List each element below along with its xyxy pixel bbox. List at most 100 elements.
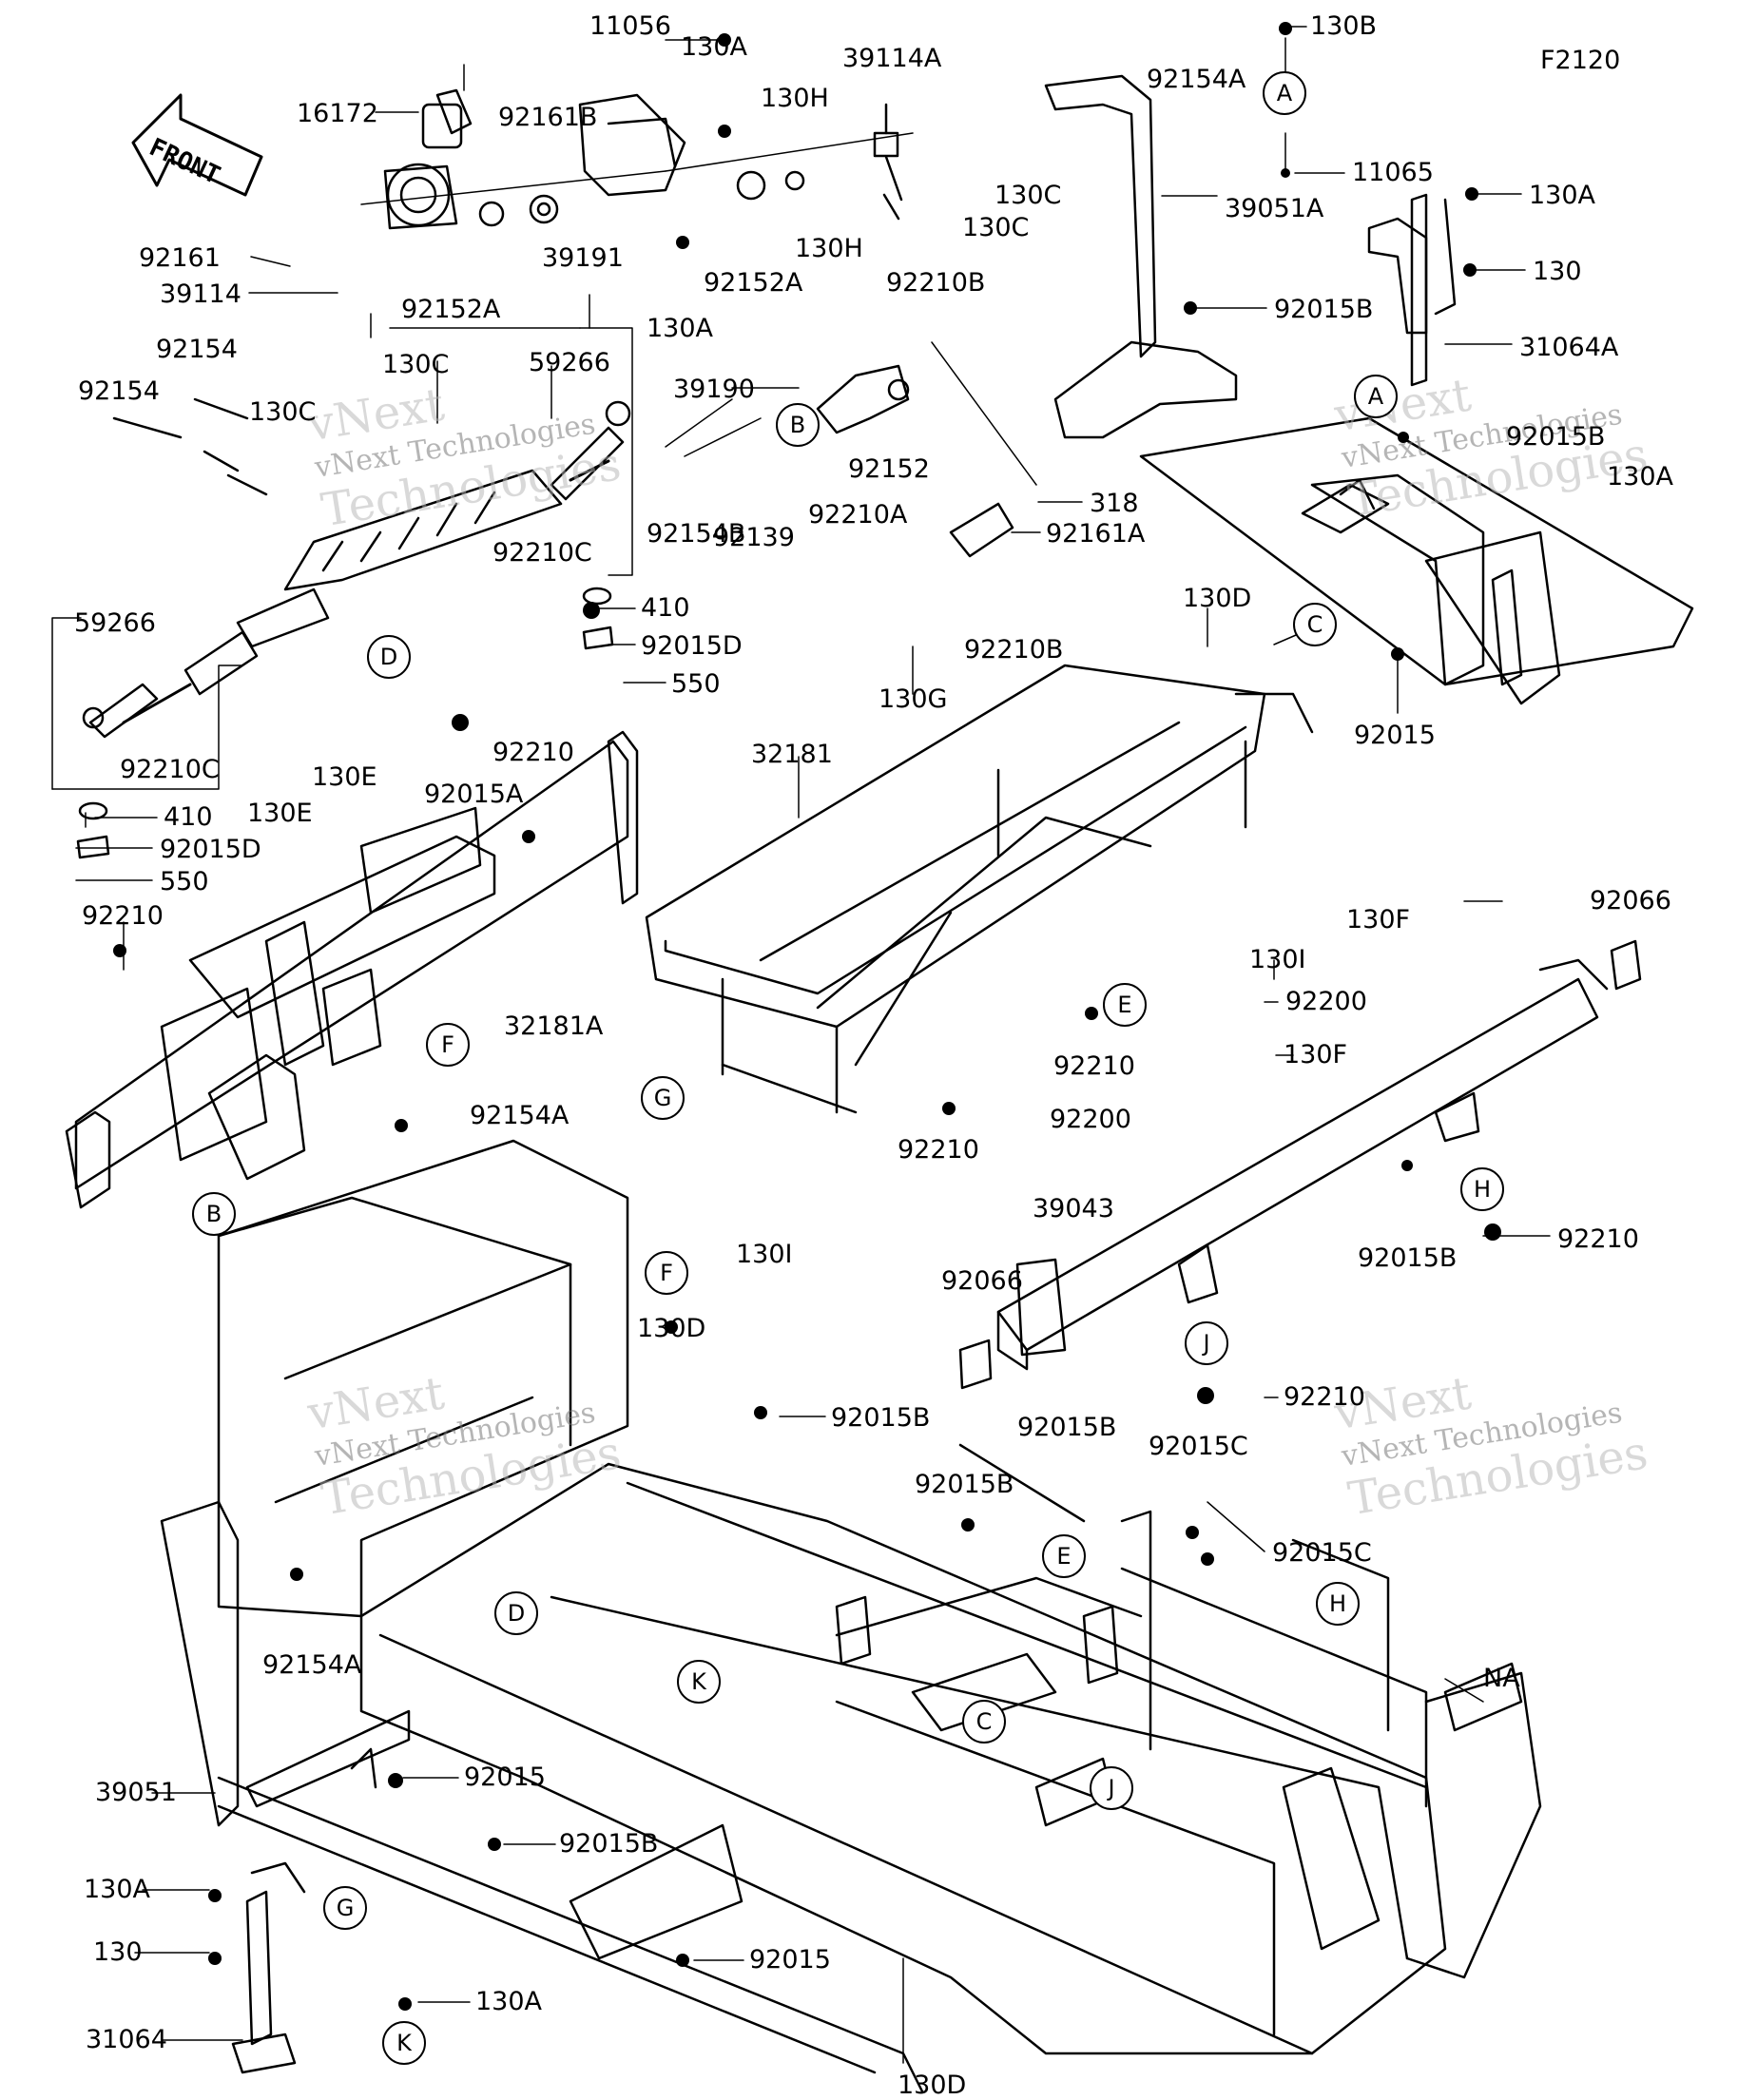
part-label: 92210C [492,538,592,568]
part-label: 130A [1529,181,1596,210]
part-label: 92210 [492,738,574,767]
part-label: 130A [1607,462,1674,491]
part-label: 130A [681,32,748,62]
part-label: 92154 [78,376,160,406]
front-arrow-icon [131,93,263,197]
part-label: 92200 [1050,1105,1131,1134]
part-label: 130I [1249,945,1306,974]
part-label: 130A [647,314,714,343]
part-label: 32181A [504,1011,604,1041]
part-label: 130B [1310,11,1378,41]
part-label: 92210 [1557,1224,1639,1254]
ref-circle: D [494,1591,538,1635]
part-label: 130C [995,181,1062,210]
part-label: 59266 [74,608,156,638]
part-label: 130A [475,1987,543,2016]
part-label: 92139 [713,523,795,552]
part-label: 92152A [401,295,501,324]
part-label: 130D [1183,584,1252,613]
part-label: 130F [1346,905,1411,934]
part-label: 92015A [424,780,524,809]
part-label: 318 [1090,489,1139,518]
part-label: 92210A [808,500,908,530]
part-label: 11056 [589,11,671,41]
part-label: 92066 [941,1266,1023,1296]
ref-circle: E [1042,1534,1086,1578]
part-label: 130C [249,397,317,427]
ref-circle: F [426,1023,470,1067]
fastener-dots [113,22,1501,2011]
part-label: 92154A [470,1101,570,1130]
part-label: 92015B [1017,1413,1117,1442]
part-label: 92161 [139,243,221,273]
part-label: 92210 [1053,1051,1135,1081]
part-label: 31064A [1519,333,1619,362]
ref-circle: J [1185,1321,1228,1365]
part-label: 92210B [964,635,1064,665]
part-label: 130A [84,1875,151,1904]
part-label: 410 [164,802,213,832]
roll-cage-32181 [645,664,1314,1114]
part-label: 92015 [1354,721,1436,750]
part-label: 130H [761,84,829,113]
part-label: 92015D [160,835,261,864]
part-label: 130E [312,762,377,792]
part-label: 39051 [95,1778,177,1807]
part-label: 92154A [262,1650,362,1680]
ref-circle: H [1460,1167,1504,1211]
part-label: 92015 [464,1763,546,1792]
part-label: 92210 [1284,1382,1365,1412]
part-label: 39051A [1225,194,1324,223]
crossmember-39043 [958,939,1642,1390]
part-label: 92015B [1274,295,1374,324]
part-label: 92015B [559,1829,659,1859]
part-label: 130H [795,234,863,263]
ref-circle: A [1263,71,1306,115]
part-label: 92210 [898,1135,979,1165]
part-label: 39114 [160,279,241,309]
ref-circle: C [962,1700,1006,1744]
ref-circle: H [1316,1582,1360,1626]
ref-circle: B [192,1192,236,1236]
front-frame-32181a [65,730,639,1209]
part-label: 92015 [749,1945,831,1975]
part-label: 39190 [673,375,755,404]
ref-circle: C [1293,603,1337,646]
part-label: 92015B [831,1403,931,1433]
part-label: 92154A [1147,65,1246,94]
steering-rack [51,88,914,859]
leader-lines [75,26,1551,2064]
part-label: NA [1483,1664,1520,1693]
part-label: 59266 [529,348,610,377]
part-label: 92210 [82,901,164,931]
part-label: 130D [637,1314,706,1343]
part-label: 92210B [886,268,986,298]
ref-circle: K [677,1660,721,1704]
part-label: 92210C [120,755,220,784]
part-label: 92152 [848,454,930,484]
part-label: 130 [93,1937,143,1967]
part-label: 11065 [1352,158,1434,187]
bracket-39190 [665,341,1037,558]
part-label: F2120 [1540,46,1621,75]
part-label: 130C [962,213,1030,242]
ref-circle: D [367,635,411,679]
part-label: 130D [898,2071,967,2100]
ref-circle: G [323,1886,367,1930]
part-label: 39043 [1033,1194,1114,1223]
part-label: 92015C [1149,1432,1248,1461]
part-label: 550 [671,669,721,699]
part-label: 31064 [86,2025,167,2054]
ref-circle: B [776,403,820,447]
part-label: 92200 [1285,987,1367,1016]
part-label: 92154 [156,335,238,364]
part-label: 92161A [1046,519,1146,549]
ref-circle: K [382,2021,426,2065]
part-label: 39191 [542,243,624,273]
part-label: 92015B [1358,1243,1458,1273]
part-label: 130I [736,1240,793,1269]
part-label: 39114A [842,44,942,73]
part-label: 130 [1533,257,1582,286]
part-label: 92066 [1590,886,1671,915]
